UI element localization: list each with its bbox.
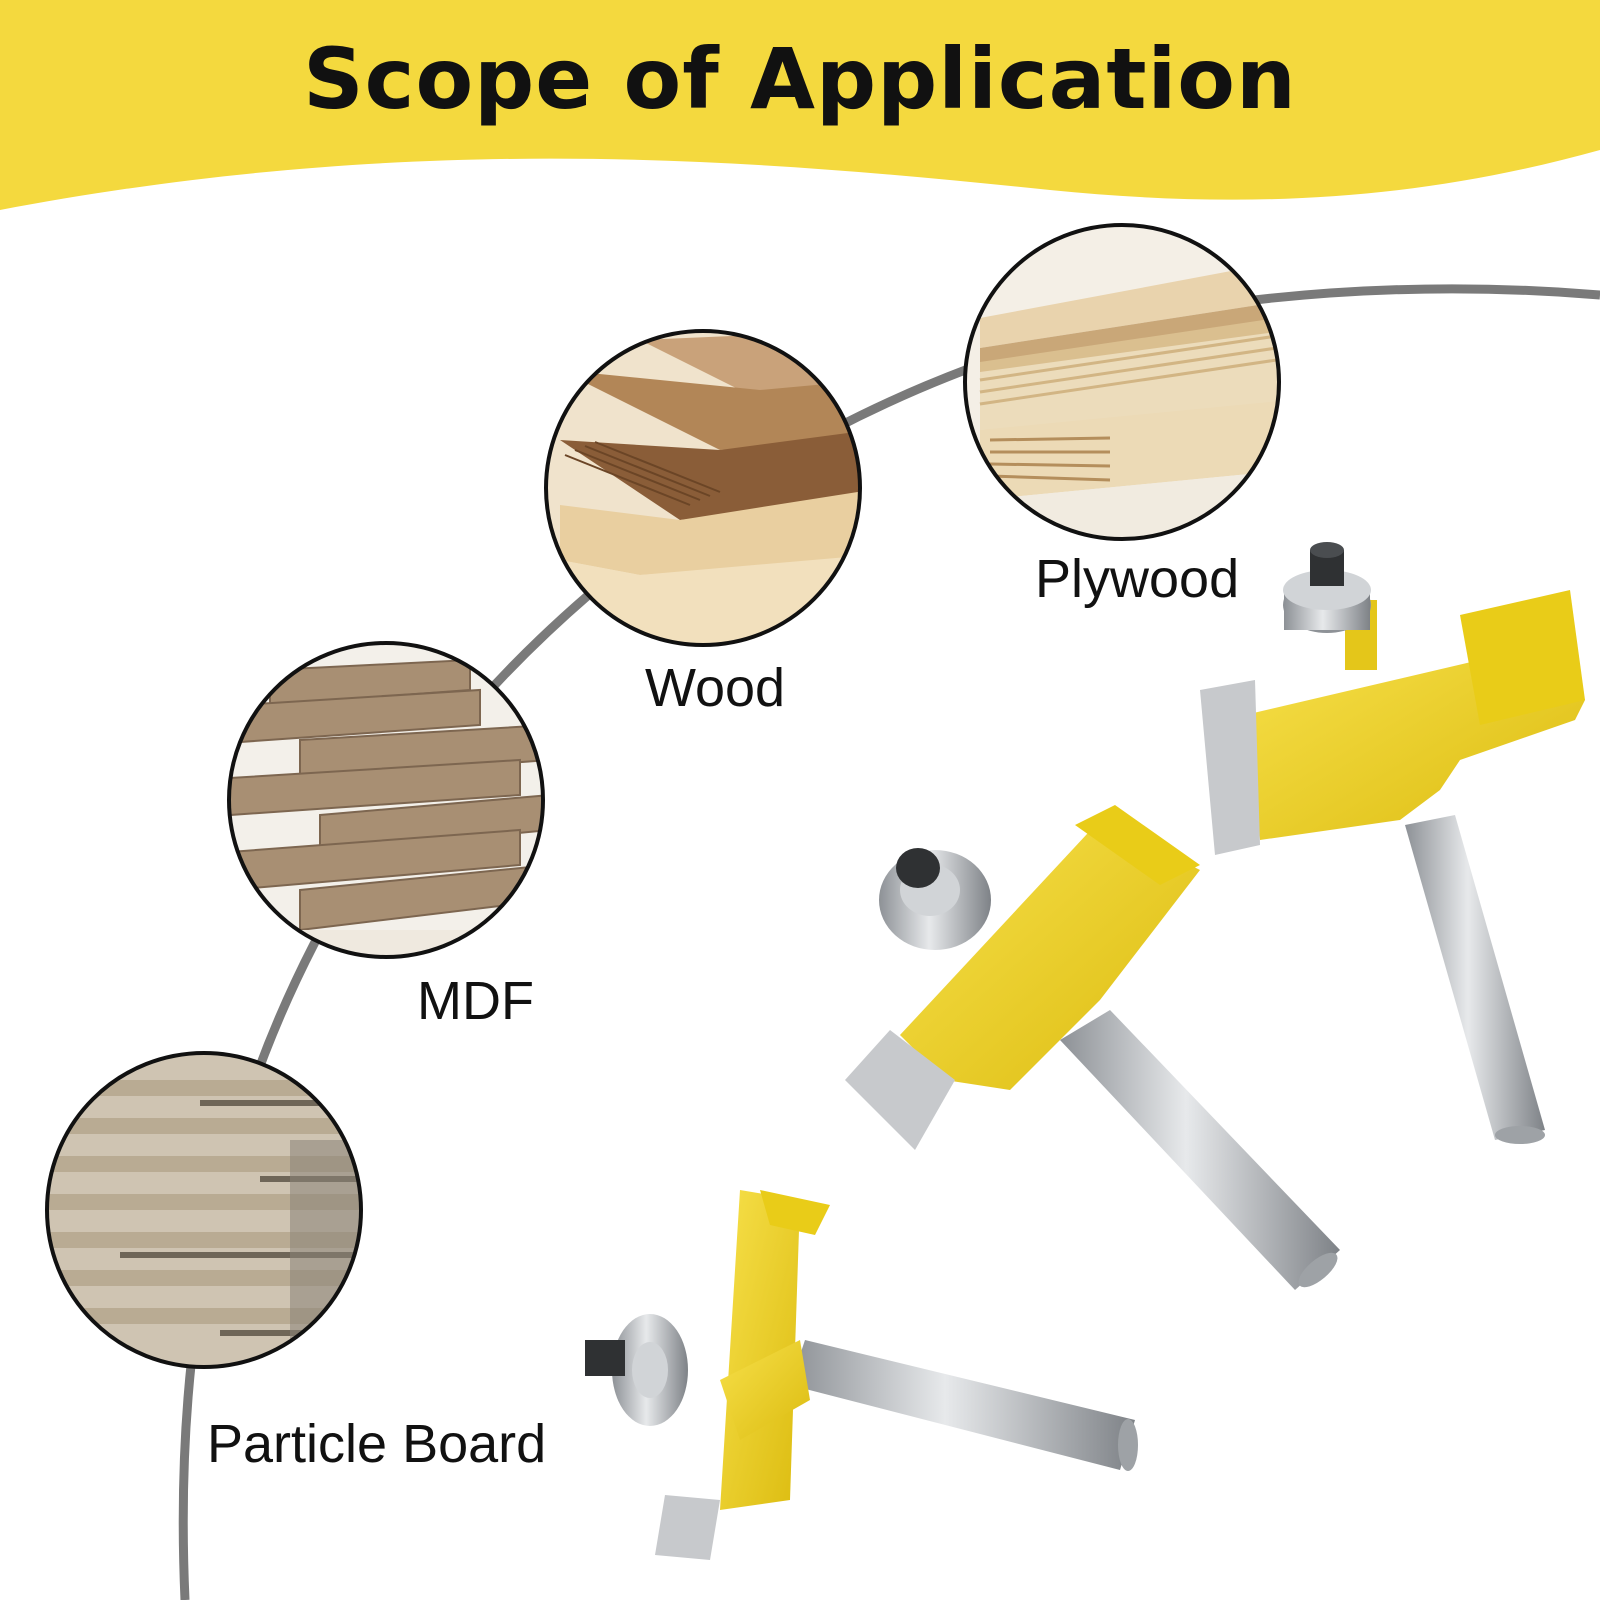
page-title: Scope of Application — [303, 30, 1297, 128]
plywood-thumbnail — [965, 225, 1279, 539]
wood-circle-border — [544, 329, 862, 647]
material-label-particle-board: Particle Board — [207, 1414, 547, 1474]
router-bit-bottom — [585, 1190, 1138, 1560]
header-banner — [0, 0, 1600, 210]
material-label-plywood: Plywood — [1035, 549, 1240, 609]
mdf-thumbnail — [229, 643, 543, 957]
wood-thumbnail — [546, 331, 860, 645]
plywood-circle-border — [963, 223, 1281, 541]
router-bit-middle — [845, 805, 1340, 1290]
material-label-wood: Wood — [645, 658, 786, 718]
mdf-circle-border — [227, 641, 545, 959]
material-label-mdf: MDF — [417, 971, 534, 1031]
particle-board-thumbnail — [47, 1053, 361, 1367]
particle-board-circle-border — [45, 1051, 363, 1369]
router-bit-top — [1200, 542, 1585, 1144]
